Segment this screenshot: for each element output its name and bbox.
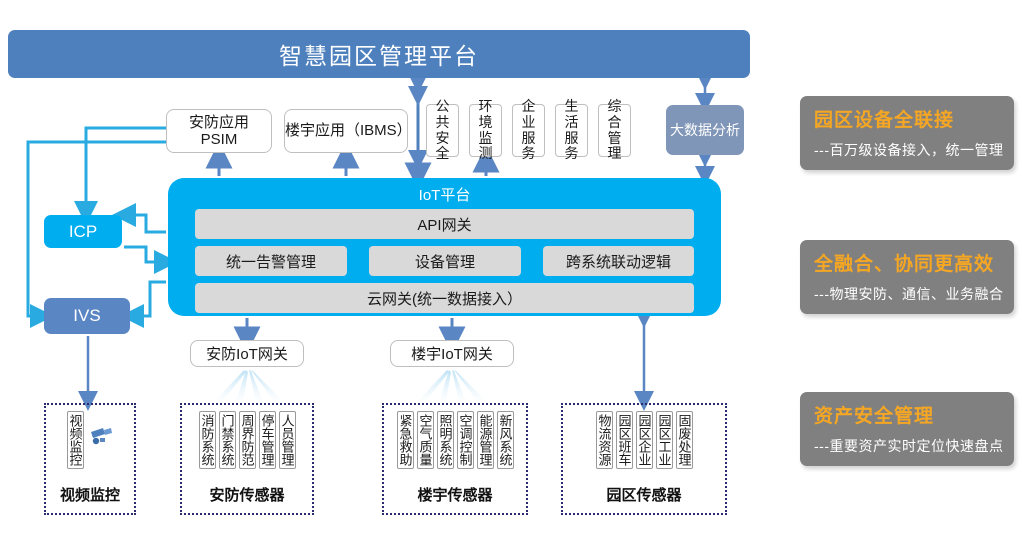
app-box-life-service[interactable]: 生活服务 — [555, 98, 588, 161]
camera-icon — [90, 428, 112, 445]
chip-logistics-resources[interactable]: 物流资源 — [595, 411, 613, 469]
chip-personnel-management[interactable]: 人员管理 — [278, 411, 296, 469]
cloud-gateway-box[interactable]: 云网关(统一数据接入） — [195, 283, 694, 313]
feature-1-title: 园区设备全联接 — [814, 110, 955, 131]
app-box-enterprise-service[interactable]: 企业服务 — [512, 98, 545, 161]
feature-2-subtitle: ---物理安防、通信、业务融合 — [814, 286, 1004, 302]
building-chip-row: 紧急救助 空气质量 照明系统 空调控制 能源管理 新风系统 — [384, 411, 526, 477]
feature-panel-full-convergence: 全融合、协同更高效 ---物理安防、通信、业务融合 — [800, 240, 1014, 314]
sensor-group-park: 物流资源 园区班车 园区企业 园区工业 固废处理 园区传感器 — [561, 403, 727, 515]
app-box-environment-monitor[interactable]: 环境监测 — [469, 98, 502, 161]
icp-label: ICP — [68, 221, 98, 241]
api-gateway-box[interactable]: API网关 — [195, 209, 694, 239]
feature-3-title: 资产安全管理 — [814, 406, 935, 427]
app-box-integrated-management[interactable]: 综合管理 — [598, 98, 631, 161]
feature-3-subtitle: ---重要资产实时定位快速盘点 — [814, 438, 1004, 454]
app-enterprise-service-label: 企业服务 — [521, 98, 536, 162]
ivs-label: IVS — [73, 306, 101, 325]
sensor-group-video-label: 视频监控 — [59, 487, 120, 504]
sensor-group-video-monitoring: 视频监控 视频监控 — [44, 403, 136, 515]
iot-platform-title: IoT平台 — [418, 187, 471, 204]
cross-system-linkage-label: 跨系统联动逻辑 — [565, 253, 671, 271]
chip-fire-system[interactable]: 消防系统 — [198, 411, 216, 469]
chip-solid-waste-disposal[interactable]: 固废处理 — [675, 411, 693, 469]
park-chip-row: 物流资源 园区班车 园区企业 园区工业 固废处理 — [563, 411, 725, 477]
big-data-analysis-box[interactable]: 大数据分析 — [666, 105, 744, 155]
feature-panel-asset-security: 资产安全管理 ---重要资产实时定位快速盘点 — [800, 392, 1014, 466]
page-title-text: 智慧园区管理平台 — [279, 43, 479, 69]
app-public-safety-label: 公共安全 — [435, 98, 450, 162]
feature-2-title: 全融合、协同更高效 — [814, 254, 995, 275]
chip-perimeter-defense[interactable]: 周界防范 — [238, 411, 256, 469]
cross-system-linkage-box[interactable]: 跨系统联动逻辑 — [543, 246, 694, 276]
unified-alarm-management-box[interactable]: 统一告警管理 — [195, 246, 347, 276]
app-psim-line1: 安防应用 — [188, 113, 249, 131]
chip-park-shuttle[interactable]: 园区班车 — [615, 411, 633, 469]
sensor-group-security-label: 安防传感器 — [209, 487, 285, 504]
chip-fresh-air-system[interactable]: 新风系统 — [496, 411, 514, 469]
chip-air-quality[interactable]: 空气质量 — [416, 411, 434, 469]
video-chip-row: 视频监控 — [46, 411, 134, 477]
app-environment-monitor-label: 环境监测 — [478, 98, 493, 162]
sensor-group-building: 紧急救助 空气质量 照明系统 空调控制 能源管理 新风系统 楼宇传感器 — [382, 403, 528, 515]
app-box-psim[interactable]: 安防应用 PSIM — [166, 109, 272, 153]
building-iot-gateway-label: 楼宇IoT网关 — [411, 346, 493, 363]
app-psim-line2: PSIM — [200, 131, 238, 148]
sensor-group-security: 消防系统 门禁系统 周界防范 停车管理 人员管理 安防传感器 — [180, 403, 314, 515]
building-iot-gateway-box[interactable]: 楼宇IoT网关 — [390, 340, 514, 367]
sensor-group-building-label: 楼宇传感器 — [417, 487, 493, 504]
security-iot-gateway-label: 安防IoT网关 — [206, 346, 288, 363]
feature-panel-full-device-connection: 园区设备全联接 ---百万级设备接入，统一管理 — [800, 96, 1014, 170]
app-ibms-label: 楼宇应用（IBMS） — [285, 122, 412, 140]
app-box-public-safety[interactable]: 公共安全 — [426, 98, 459, 161]
chip-video-monitoring[interactable]: 视频监控 — [66, 411, 84, 469]
unified-alarm-management-label: 统一告警管理 — [225, 253, 316, 271]
security-iot-gateway-box[interactable]: 安防IoT网关 — [190, 340, 304, 367]
app-life-service-label: 生活服务 — [564, 98, 579, 162]
big-data-analysis-label: 大数据分析 — [670, 121, 740, 138]
icp-box[interactable]: ICP — [44, 215, 122, 248]
api-gateway-label: API网关 — [417, 216, 472, 234]
security-chip-row: 消防系统 门禁系统 周界防范 停车管理 人员管理 — [182, 411, 312, 477]
sensor-group-park-label: 园区传感器 — [606, 487, 682, 504]
chip-emergency-rescue[interactable]: 紧急救助 — [396, 411, 414, 469]
chip-hvac-control[interactable]: 空调控制 — [456, 411, 474, 469]
chip-park-enterprise[interactable]: 园区企业 — [635, 411, 653, 469]
chip-access-control[interactable]: 门禁系统 — [218, 411, 236, 469]
device-management-label: 设备管理 — [414, 253, 475, 271]
feature-1-subtitle: ---百万级设备接入，统一管理 — [814, 142, 1004, 158]
chip-park-industry[interactable]: 园区工业 — [655, 411, 673, 469]
cloud-gateway-label: 云网关(统一数据接入） — [367, 290, 522, 308]
page-title: 智慧园区管理平台 — [8, 30, 750, 78]
iot-platform: IoT平台 API网关 统一告警管理 设备管理 跨系统联动逻辑 云网关(统一数据… — [168, 178, 721, 316]
device-management-box[interactable]: 设备管理 — [369, 246, 521, 276]
ivs-box[interactable]: IVS — [44, 298, 130, 334]
chip-energy-management[interactable]: 能源管理 — [476, 411, 494, 469]
chip-lighting-system[interactable]: 照明系统 — [436, 411, 454, 469]
app-box-ibms[interactable]: 楼宇应用（IBMS） — [284, 109, 412, 153]
chip-parking-management[interactable]: 停车管理 — [258, 411, 276, 469]
app-integrated-management-label: 综合管理 — [607, 98, 622, 162]
